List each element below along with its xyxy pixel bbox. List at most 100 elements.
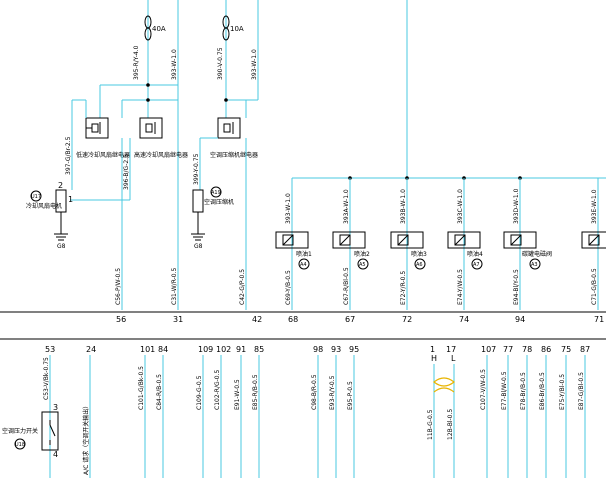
wire-label: E95-P-0.5 <box>347 381 354 410</box>
wire-label: C102-R/G-0.5 <box>214 369 221 410</box>
ecu-pin: 24 <box>86 345 96 354</box>
wire-label: 393-W-1.0 <box>171 49 178 80</box>
component-code: A3 <box>531 262 538 268</box>
component-code: A19 <box>211 190 221 196</box>
wire-label: 393B-W-1.0 <box>400 189 407 224</box>
wire-label: C98-B/R-0.5 <box>311 374 318 410</box>
wire-label: C69-Y/B-0.5 <box>285 270 292 305</box>
ecu-pin: 67 <box>345 315 355 324</box>
splice-dot <box>146 83 150 87</box>
ecu-pin: 102 <box>216 345 231 354</box>
component-code: U17 <box>31 194 41 200</box>
wire-label: C71-G/B-0.5 <box>591 268 598 305</box>
wire-label: 393-W-1.0 <box>251 49 258 80</box>
injector-1: 喷油1 A4 <box>275 231 312 270</box>
ecu-pin: 87 <box>580 345 590 354</box>
component-code: A5 <box>359 262 366 268</box>
wire-label: E75-Y/Bl-0.5 <box>559 374 566 410</box>
wire-label: E72-Y/R-0.5 <box>400 271 407 305</box>
component-code: A7 <box>473 262 480 268</box>
ecu-pin: 94 <box>515 315 525 324</box>
wire-label: E94-Bl/Y-0.5 <box>513 269 520 305</box>
bottom-pin-row: 53 24 101 84 109 102 91 85 98 93 95 1 17… <box>45 345 590 354</box>
wire-label: E85-R/B-0.5 <box>252 374 259 410</box>
component-code: A4 <box>300 262 307 268</box>
wire-label: E87-G/Bl-0.5 <box>578 372 585 410</box>
wire-label: E93-R/Y-0.5 <box>329 375 336 410</box>
component-label: 空调压力开关 <box>2 427 38 435</box>
cooling-fan-motor: 2 1 U17 冷却风扇电机 G8 <box>26 181 73 250</box>
fuse-10a: 10A <box>222 15 244 41</box>
can-low-label: L <box>451 354 456 363</box>
pin-number: 2 <box>58 181 63 190</box>
relay-label: 低速冷却风扇继电器 <box>76 151 130 159</box>
wire-label: C31-W/R-0.5 <box>171 267 178 305</box>
component-code: A6 <box>416 262 423 268</box>
ecu-pin: 77 <box>503 345 513 354</box>
can-high-label: H <box>431 354 437 363</box>
wire-label: A/C 请求（空调开关输出） <box>82 403 90 475</box>
wire-label: 393C-W-1.0 <box>457 189 464 224</box>
fuse-label: 40A <box>152 25 166 33</box>
ecu-pin: 72 <box>402 315 412 324</box>
wire-label: 396-B/G-2.5 <box>123 154 130 190</box>
splice-dot <box>224 98 228 102</box>
fuse-label: 10A <box>230 25 244 33</box>
splice-dot <box>146 98 150 102</box>
bottom-wires <box>49 355 586 478</box>
injector-label: 喷油4 <box>467 250 483 258</box>
ecu-pin: 101 <box>140 345 155 354</box>
ecu-pin: 53 <box>45 345 55 354</box>
ecu-pin: 85 <box>254 345 264 354</box>
ecu-pin: 107 <box>481 345 496 354</box>
pin-number: 4 <box>53 450 58 459</box>
ecu-pin: 71 <box>594 315 604 324</box>
can-twisted-pair-icon <box>433 377 455 393</box>
ecu-pin: 17 <box>446 345 456 354</box>
low-speed-fan-relay: 低速冷却风扇继电器 <box>76 117 130 159</box>
wire-label: 395-R/Y-4.0 <box>133 45 140 80</box>
wire-label: 393-W-1.0 <box>285 193 292 224</box>
relay-label: 高速冷却风扇继电器 <box>134 151 188 159</box>
ecu-pin: 68 <box>288 315 298 324</box>
ecu-pin: 31 <box>173 315 183 324</box>
wire-label: 390-V-0.75 <box>217 47 224 80</box>
ecu-pin: 84 <box>158 345 168 354</box>
ecu-pin: 93 <box>331 345 341 354</box>
wire-label: 12B-Bl-0.5 <box>447 409 454 440</box>
ecu-pin: 1 <box>430 345 435 354</box>
ac-compressor-clutch: A19 空调压缩机 G8 <box>191 186 234 250</box>
wire-label: 393D-W-1.0 <box>513 188 520 224</box>
wire-label: E74-Y/W-0.5 <box>457 269 464 305</box>
wire-label: E78-Br/B-0.5 <box>520 372 527 410</box>
ecu-pin: 78 <box>522 345 532 354</box>
ecu-pin: 56 <box>116 315 126 324</box>
fuse-40a: 40A <box>144 15 166 41</box>
component-code: U18 <box>15 442 25 448</box>
high-speed-fan-relay: 高速冷却风扇继电器 <box>134 117 188 159</box>
wire-label: 393E-W-1.0 <box>591 189 598 224</box>
injector-3: 喷油3 A6 <box>390 231 427 270</box>
ground-label: G8 <box>194 243 203 250</box>
ecu-pin: 74 <box>459 315 469 324</box>
ecu-pin: 86 <box>541 345 551 354</box>
pin-number: 3 <box>53 403 58 412</box>
component-label: 冷却风扇电机 <box>26 202 62 210</box>
wire-label: C107-V/W-0.5 <box>480 369 487 410</box>
injector-label: 喷油2 <box>354 250 370 258</box>
wire-label: 397-G/Br-2.5 <box>65 136 72 175</box>
ecu-pin: 42 <box>252 315 262 324</box>
wire-label: E86-Br/B-0.5 <box>539 372 546 410</box>
relay-label: 空调压缩机继电器 <box>210 151 258 159</box>
wire-label: C67-R/Bl-0.5 <box>343 267 350 305</box>
wire-label: C42-G/P-0.5 <box>239 269 246 305</box>
ecu-pin: 75 <box>561 345 571 354</box>
ground-label: G8 <box>57 243 66 250</box>
injector-label: 喷油1 <box>296 250 312 258</box>
injector-partial <box>581 231 606 249</box>
wire-label: C53-V/Bk-0.75 <box>43 357 50 400</box>
component-label: 空调压缩机 <box>204 198 234 206</box>
wire-label: C56-P/W-0.5 <box>115 268 122 305</box>
ecu-pin: 95 <box>349 345 359 354</box>
